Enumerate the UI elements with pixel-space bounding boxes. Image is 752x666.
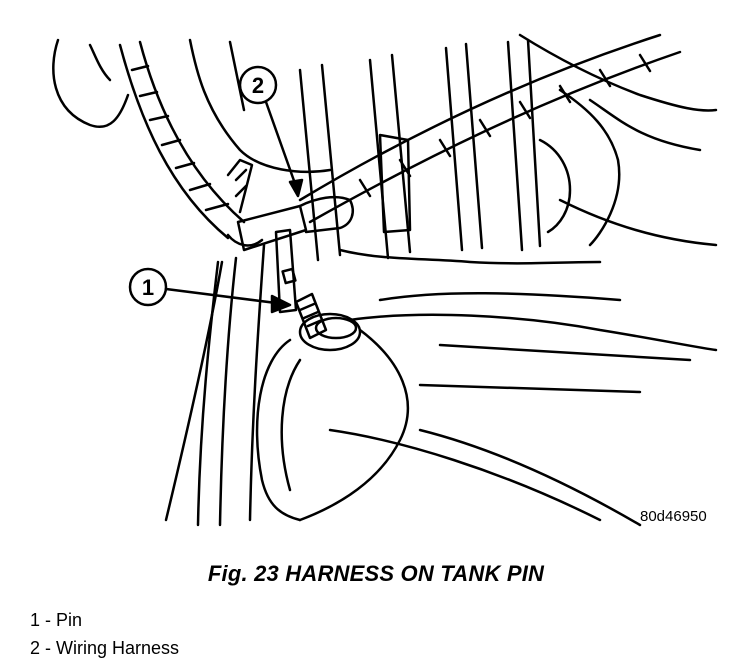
wiring-harness xyxy=(118,33,682,252)
fuel-tank-surface xyxy=(255,292,718,527)
figure-caption: Fig. 23 HARNESS ON TANK PIN xyxy=(207,561,545,586)
legend-item-pin: 1 - Pin xyxy=(30,610,83,630)
ground-eyelet-bracket xyxy=(274,228,298,314)
callout-2: 2 xyxy=(238,65,304,198)
body-panel-outline xyxy=(52,33,718,247)
harness-tank-pin-illustration: 2 1 xyxy=(52,33,718,527)
mounting-strap xyxy=(164,158,266,527)
figure-code: 80d46950 xyxy=(640,508,707,525)
callout-2-number: 2 xyxy=(252,73,264,98)
ribbed-panel xyxy=(298,38,602,265)
legend: 1 - Pin 2 - Wiring Harness xyxy=(30,606,179,662)
callout-1-number: 1 xyxy=(142,275,154,300)
legend-item-wiring-harness: 2 - Wiring Harness xyxy=(30,638,180,658)
tank-pin xyxy=(294,292,362,352)
callout-1: 1 xyxy=(128,267,292,314)
